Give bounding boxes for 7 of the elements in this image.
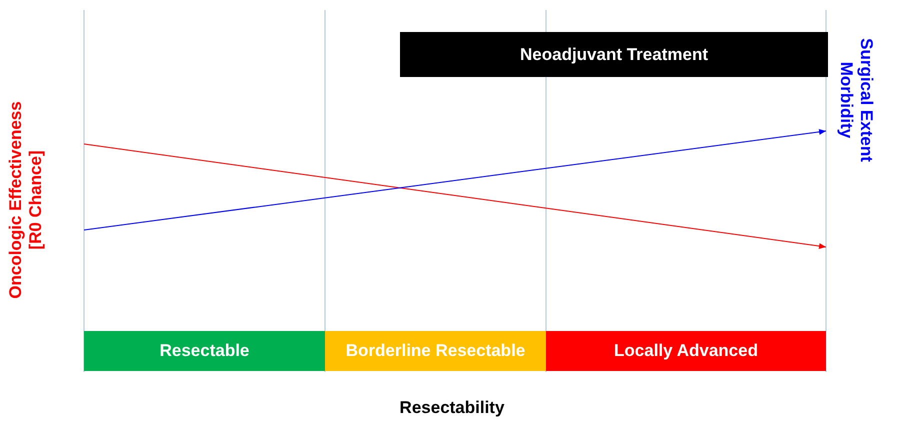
- stage-band: Borderline Resectable: [325, 331, 546, 371]
- treatment-bar: Neoadjuvant Treatment: [400, 32, 828, 77]
- y-axis-label: Surgical Extent Morbidity: [836, 37, 876, 164]
- y-axis-label: Oncologic Effectiveness [R0 Chance]: [6, 100, 46, 301]
- stage-band: Locally Advanced: [546, 331, 826, 371]
- x-axis-label: Resectability: [398, 398, 506, 418]
- stage-band: Resectable: [84, 331, 325, 371]
